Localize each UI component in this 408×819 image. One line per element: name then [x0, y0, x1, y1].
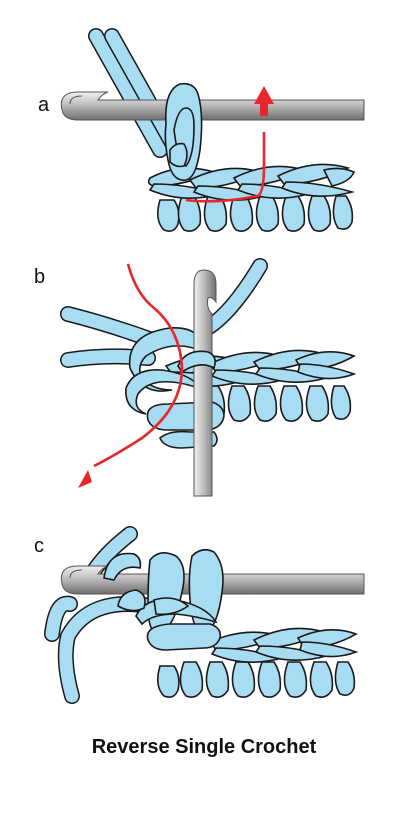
- working-yarn-a: [88, 28, 184, 158]
- crochet-hook-icon: [60, 91, 365, 121]
- loop-on-hook-a: [164, 82, 203, 181]
- loop-over-hook-b: [177, 350, 216, 374]
- stitch-row-a: [156, 195, 354, 232]
- insertion-path-a: [185, 132, 266, 203]
- step-label-a: a: [38, 94, 50, 116]
- diagram-caption: Reverse Single Crochet: [91, 736, 317, 758]
- panel-b: [60, 258, 357, 497]
- crochet-hook-icon: [193, 269, 217, 497]
- panel-c: [44, 526, 365, 704]
- stitch-row-c: [156, 661, 356, 698]
- panel-a: [60, 28, 365, 232]
- step-label-c: c: [34, 535, 44, 557]
- chain-top-c: [208, 627, 359, 663]
- insertion-path-b: [93, 263, 184, 468]
- direction-arrow-icon: [254, 86, 274, 116]
- loops-c: [103, 548, 224, 651]
- step-label-b: b: [34, 266, 45, 288]
- direction-arrow-icon: [78, 470, 92, 488]
